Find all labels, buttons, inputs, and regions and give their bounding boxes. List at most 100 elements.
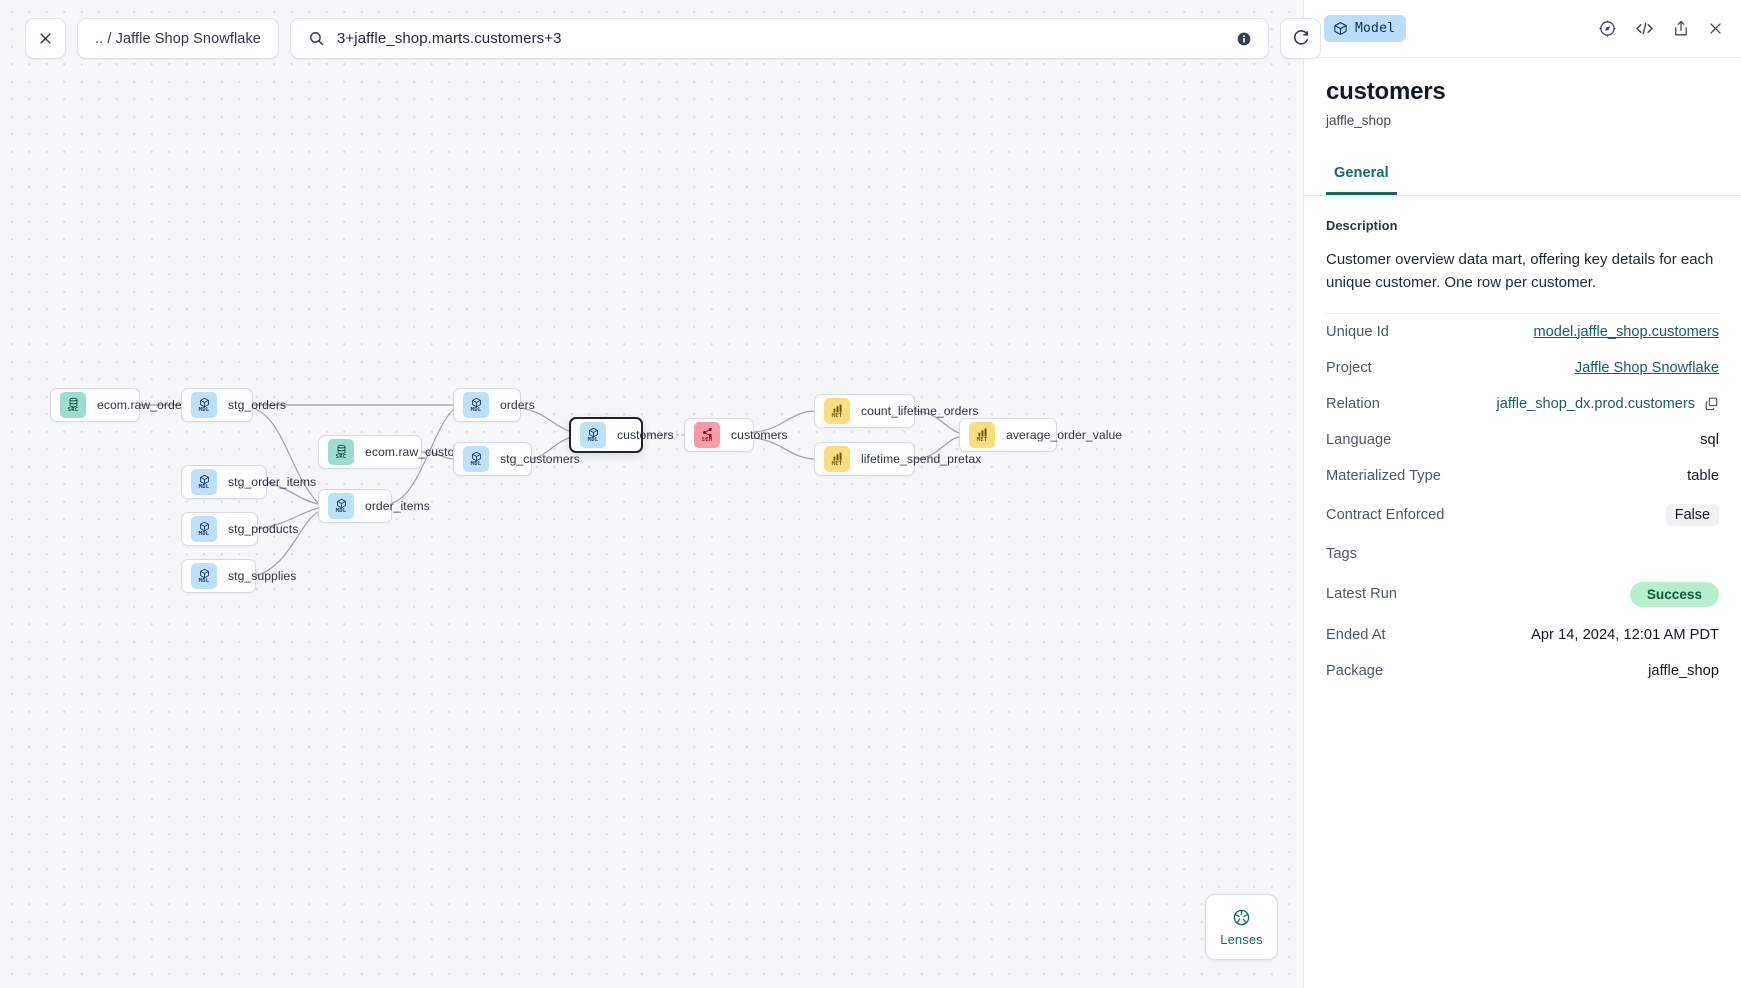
mdl-node-icon: MDL — [463, 392, 489, 418]
details-panel-body: Description Customer overview data mart,… — [1304, 196, 1741, 988]
search-input[interactable] — [336, 30, 1236, 47]
close-icon[interactable] — [1707, 20, 1724, 37]
graph-node-label: orders — [500, 398, 535, 412]
graph-node-label: lifetime_spend_pretax — [861, 452, 982, 466]
code-icon[interactable] — [1634, 19, 1655, 38]
info-circle-icon[interactable] — [1236, 31, 1252, 47]
graph-node-label: stg_products — [228, 522, 299, 536]
details-panel: Model — [1303, 0, 1741, 988]
graph-node-orders[interactable]: MDL orders — [453, 388, 535, 422]
aperture-icon — [1232, 908, 1251, 927]
top-toolbar: .. / Jaffle Shop Snowflake — [0, 0, 1321, 59]
materialized-type-value: table — [1687, 467, 1719, 484]
mdl-node-icon: MDL — [191, 516, 217, 542]
ended-at-label: Ended At — [1326, 626, 1386, 643]
graph-node-label: ecom.raw_customers — [365, 445, 482, 459]
sem-node-icon: SEM — [694, 422, 720, 448]
contract-enforced-label: Contract Enforced — [1326, 506, 1445, 523]
graph-node-stg_products[interactable]: MDL stg_products — [181, 512, 298, 546]
lenses-button[interactable]: Lenses — [1205, 894, 1278, 960]
description-text: Customer overview data mart, offering ke… — [1326, 248, 1719, 314]
graph-node-label: ecom.raw_orders — [97, 398, 192, 412]
detail-row-package: Package jaffle_shop — [1326, 653, 1719, 689]
relation-value: jaffle_shop_dx.prod.customers — [1496, 395, 1695, 412]
lineage-edges — [140, 404, 960, 577]
mdl-node-icon: MDL — [191, 392, 217, 418]
materialized-type-label: Materialized Type — [1326, 467, 1441, 484]
graph-node-stg_order_items[interactable]: MDL stg_order_items — [181, 465, 316, 499]
page-subtitle: jaffle_shop — [1326, 113, 1392, 128]
search-icon — [308, 30, 325, 47]
ended-at-value: Apr 14, 2024, 12:01 AM PDT — [1531, 626, 1719, 643]
graph-node-ecom_raw_customers[interactable]: SRC ecom.raw_customers — [318, 435, 482, 469]
detail-row-relation: Relation jaffle_shop_dx.prod.customers — [1326, 386, 1719, 422]
graph-node-average_order_value[interactable]: MET average_order_value — [959, 418, 1122, 452]
graph-node-stg_customers[interactable]: MDL stg_customers — [453, 442, 580, 476]
mdl-node-icon: MDL — [463, 446, 489, 472]
language-label: Language — [1326, 431, 1392, 448]
graph-node-label: order_items — [365, 499, 430, 513]
lenses-label: Lenses — [1220, 931, 1263, 947]
lineage-search-bar[interactable] — [289, 18, 1269, 59]
breadcrumb[interactable]: .. / Jaffle Shop Snowflake — [77, 18, 279, 59]
met-node-icon: MET — [824, 398, 850, 424]
page-title: customers — [1326, 78, 1446, 105]
mdl-node-icon: MDL — [191, 469, 217, 495]
close-icon — [38, 31, 53, 46]
tab-general[interactable]: General — [1326, 158, 1397, 195]
graph-node-label: stg_supplies — [228, 569, 297, 583]
unique-id-link[interactable]: model.jaffle_shop.customers — [1533, 323, 1720, 340]
graph-node-order_items[interactable]: MDL order_items — [318, 489, 430, 523]
graph-node-label: stg_order_items — [228, 475, 317, 489]
project-label: Project — [1326, 359, 1372, 376]
status-badge[interactable]: Success — [1629, 581, 1719, 607]
copy-icon[interactable] — [1704, 396, 1719, 411]
resource-type-label: Model — [1355, 21, 1396, 36]
panel-actions — [1598, 19, 1724, 38]
graph-node-stg_orders[interactable]: MDL stg_orders — [181, 388, 286, 422]
detail-row-tags: Tags — [1326, 536, 1719, 572]
unique-id-label: Unique Id — [1326, 323, 1389, 340]
graph-node-label: stg_customers — [500, 452, 580, 466]
package-label: Package — [1326, 662, 1384, 679]
details-panel-header: customers jaffle_shop — [1304, 58, 1741, 128]
language-value: sql — [1700, 431, 1719, 448]
cube-icon — [1333, 21, 1348, 36]
contract-enforced-value: False — [1665, 503, 1719, 526]
graph-node-label: stg_orders — [228, 398, 287, 412]
detail-row-materialized-type: Materialized Type table — [1326, 458, 1719, 494]
share-icon[interactable] — [1672, 19, 1690, 38]
detail-row-unique-id: Unique Id model.jaffle_shop.customers — [1326, 314, 1719, 350]
graph-node-label: average_order_value — [1006, 428, 1123, 442]
detail-row-language: Language sql — [1326, 422, 1719, 458]
tags-label: Tags — [1326, 545, 1358, 562]
graph-node-ecom_raw_orders[interactable]: SRC ecom.raw_orders — [50, 388, 192, 422]
explore-icon[interactable] — [1598, 19, 1617, 38]
graph-node-label: count_lifetime_orders — [861, 404, 979, 418]
details-tabs: General — [1304, 158, 1741, 196]
close-graph-button[interactable] — [25, 18, 66, 59]
resource-type-badge[interactable]: Model — [1324, 15, 1407, 42]
graph-node-customers_mdl[interactable]: MDL customers — [569, 417, 674, 453]
src-node-icon: SRC — [328, 439, 354, 465]
graph-node-label: customers — [617, 428, 674, 442]
graph-node-count_lifetime_orders[interactable]: MET count_lifetime_orders — [814, 394, 979, 428]
detail-row-latest-run: Latest Run Success — [1326, 572, 1719, 617]
refresh-icon — [1291, 29, 1310, 48]
project-link[interactable]: Jaffle Shop Snowflake — [1574, 359, 1719, 376]
src-node-icon: SRC — [60, 392, 86, 418]
mdl-node-icon: MDL — [328, 493, 354, 519]
detail-row-project: Project Jaffle Shop Snowflake — [1326, 350, 1719, 386]
description-label: Description — [1326, 218, 1398, 233]
details-panel-toolbar: Model — [1304, 0, 1741, 58]
mdl-node-icon: MDL — [580, 422, 606, 448]
refresh-button[interactable] — [1279, 18, 1321, 59]
met-node-icon: MET — [824, 446, 850, 472]
detail-row-ended-at: Ended At Apr 14, 2024, 12:01 AM PDT — [1326, 617, 1719, 653]
package-value: jaffle_shop — [1648, 662, 1719, 679]
graph-node-lifetime_spend_pretax[interactable]: MET lifetime_spend_pretax — [814, 442, 981, 476]
met-node-icon: MET — [969, 422, 995, 448]
